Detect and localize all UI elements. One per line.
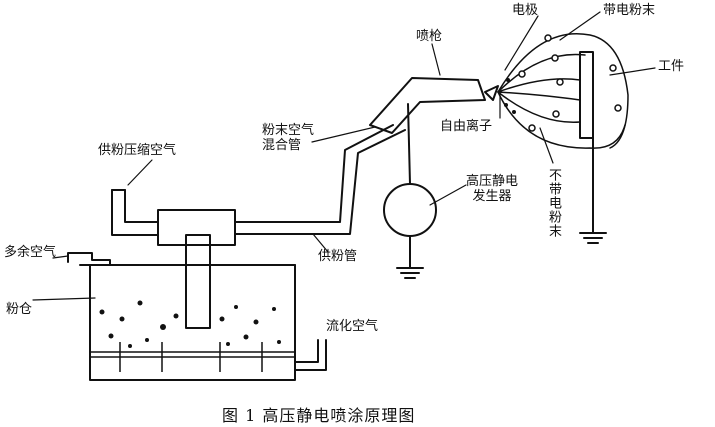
label-workpiece: 工件 (658, 59, 685, 74)
hv-generator-circle (383, 183, 437, 237)
gun-tip (484, 85, 499, 101)
label-electrode: 电极 (512, 3, 539, 18)
label-spray-gun: 喷枪 (416, 29, 443, 44)
label-supply-tube: 供粉管 (318, 249, 358, 264)
spray-gun (369, 77, 486, 134)
ground-symbol-generator (396, 267, 424, 279)
figure-caption: 图 1 高压静电喷涂原理图 (222, 406, 416, 425)
fluidizing-air-pipe (294, 339, 327, 371)
label-free-ions: 自由离子 (440, 119, 493, 134)
label-charged-powder: 带电粉末 (603, 3, 656, 18)
free-ions (504, 78, 516, 114)
label-fluid-air: 流化空气 (326, 319, 379, 334)
label-excess-air: 多余空气 (4, 245, 57, 260)
field-lines (497, 33, 629, 149)
workpiece (579, 51, 594, 139)
powder-hopper (79, 264, 296, 381)
leader-lines (32, 11, 656, 301)
label-uncharged-powder: 不带电粉末 (546, 168, 561, 238)
label-hv-generator: 高压静电 发生器 (466, 174, 519, 204)
label-hopper: 粉仓 (6, 302, 33, 317)
label-supply-air: 供粉压缩空气 (98, 143, 177, 158)
fluidizing-risers (119, 342, 263, 372)
label-mixing-tube: 粉末空气 混合管 (262, 123, 315, 153)
venturi-block (111, 189, 236, 246)
ground-symbol-workpiece (579, 232, 607, 244)
charged-particles (518, 34, 622, 132)
supply-tube (234, 124, 406, 235)
powder-particles (99, 300, 281, 348)
suction-tube (185, 234, 211, 329)
excess-air-outlet (67, 252, 111, 266)
